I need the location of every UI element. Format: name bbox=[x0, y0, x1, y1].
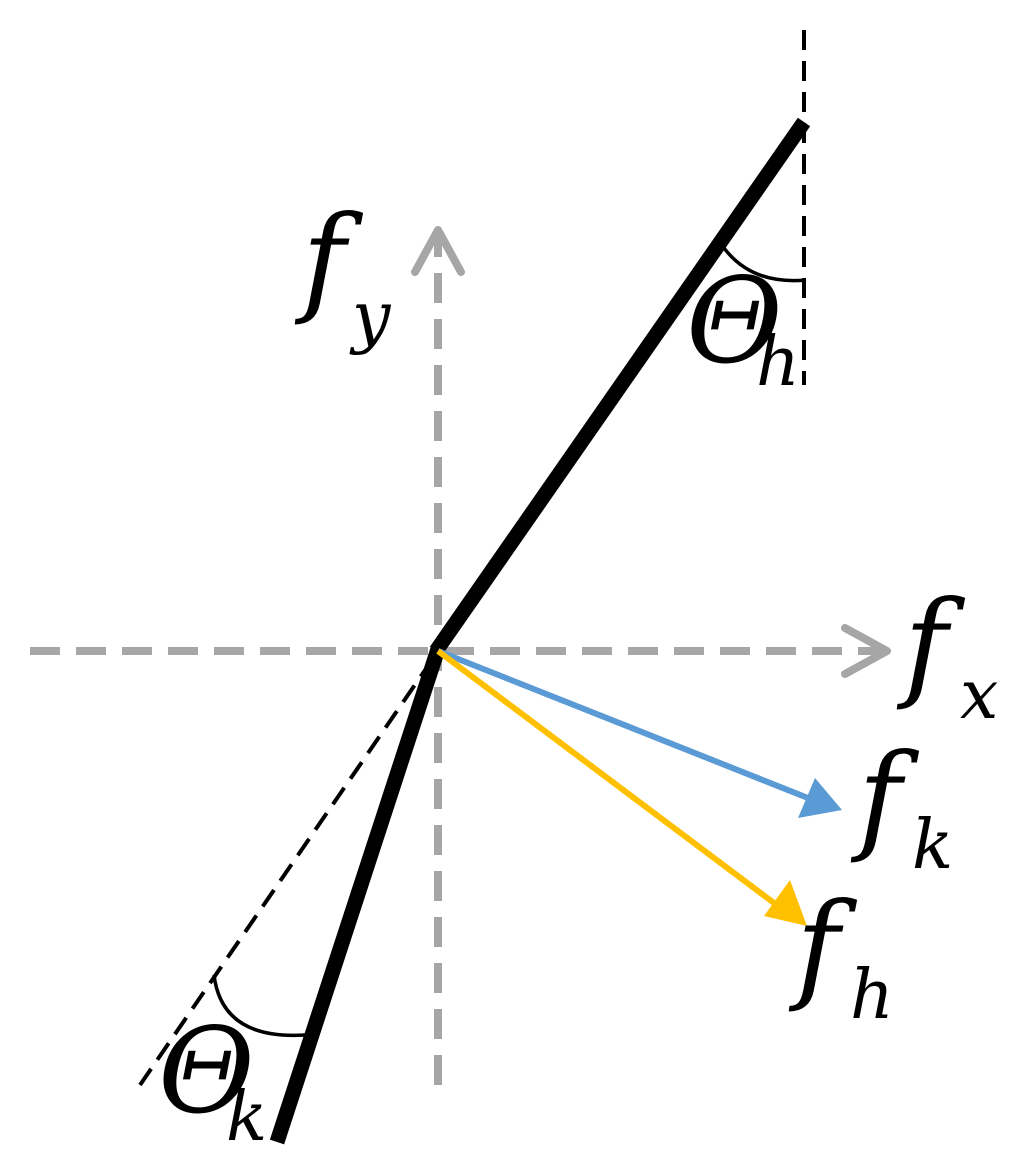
fk-vector bbox=[436, 648, 810, 801]
fy-label-sub: y bbox=[349, 278, 392, 357]
fk-label-sub: k bbox=[912, 806, 953, 885]
theta-h-label-main: Θ bbox=[686, 252, 783, 390]
angle-arcs bbox=[212, 246, 807, 1038]
fk-arrowhead bbox=[798, 778, 842, 818]
theta-h-arc bbox=[722, 246, 807, 283]
labels: f y f x f k f h Θ h Θ k bbox=[158, 190, 998, 1157]
y-axis-arrowhead bbox=[411, 226, 465, 276]
link-extension-reference-line bbox=[138, 658, 434, 1087]
theta-h-label-sub: h bbox=[756, 323, 800, 402]
x-axis-arrowhead bbox=[841, 624, 891, 678]
force-vectors bbox=[436, 648, 842, 926]
reference-lines bbox=[138, 30, 806, 1087]
lower-link bbox=[269, 646, 446, 1145]
fh-arrowhead bbox=[764, 880, 807, 926]
theta-k-arc bbox=[212, 974, 306, 1038]
links bbox=[269, 117, 811, 1145]
upper-link bbox=[429, 117, 811, 656]
fx-label-sub: x bbox=[960, 656, 998, 735]
theta-k-label-main: Θ bbox=[158, 1002, 255, 1140]
fx-label-main: f bbox=[896, 575, 966, 713]
fk-label-main: f bbox=[850, 728, 920, 866]
fh-vector bbox=[436, 648, 780, 909]
fh-label-sub: h bbox=[850, 956, 894, 1035]
theta-k-label-sub: k bbox=[226, 1078, 267, 1157]
fh-label-main: f bbox=[788, 877, 858, 1015]
